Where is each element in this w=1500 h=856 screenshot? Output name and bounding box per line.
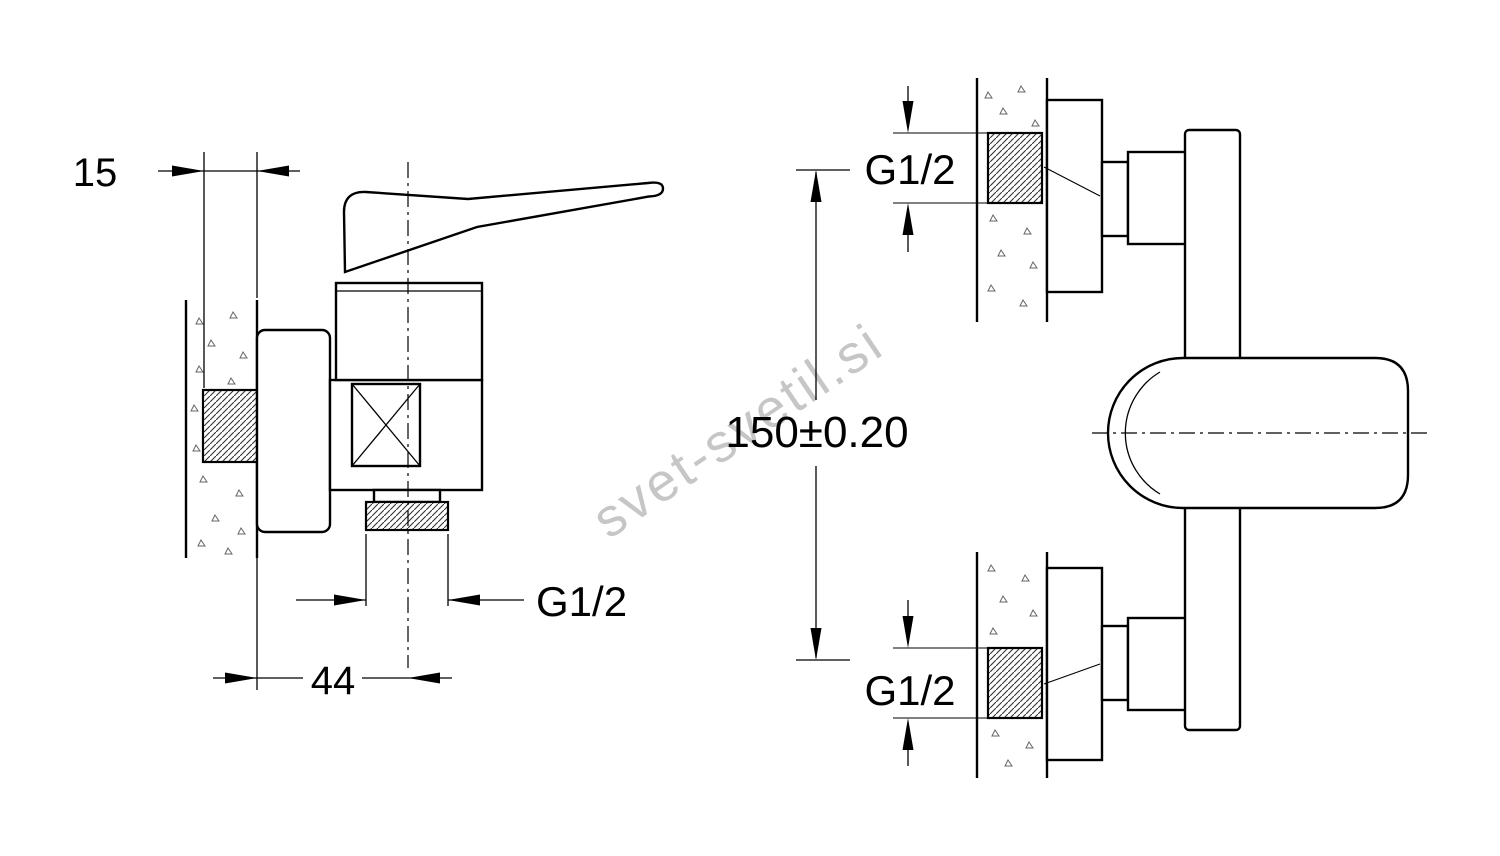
wall-pipe-thread-side bbox=[201, 388, 259, 464]
dimension-bottom-thread: G1/2 bbox=[864, 600, 990, 766]
body-upper-side bbox=[334, 281, 484, 382]
thread-block-bottom bbox=[986, 646, 1044, 720]
dimension-top-thread: G1/2 bbox=[864, 86, 990, 252]
front-view: 150±0.20 G1/2 G1/2 bbox=[725, 78, 1428, 778]
thread-block-top bbox=[986, 131, 1044, 205]
dim-label-g12-top: G1/2 bbox=[864, 146, 955, 193]
dimension-wall-offset: 15 bbox=[73, 151, 300, 388]
flange-side bbox=[255, 328, 332, 534]
dim-label-150: 150±0.20 bbox=[725, 408, 908, 457]
lever-handle-side bbox=[342, 181, 665, 274]
dimension-depth: 44 bbox=[213, 536, 452, 703]
dim-label-g12-side: G1/2 bbox=[536, 578, 627, 625]
side-view: 15 G1/2 44 bbox=[73, 151, 665, 703]
faucet-body-side bbox=[328, 181, 665, 532]
flange-bottom bbox=[1045, 566, 1104, 762]
dim-label-15: 15 bbox=[73, 151, 118, 195]
dim-label-g12-bottom: G1/2 bbox=[864, 667, 955, 714]
dim-label-44: 44 bbox=[311, 659, 356, 703]
valve-cartridge bbox=[350, 382, 422, 468]
connector-bottom bbox=[986, 566, 1188, 762]
nut-top bbox=[1126, 150, 1188, 246]
dimension-outlet-thread: G1/2 bbox=[296, 534, 627, 625]
outlet-stub bbox=[364, 488, 450, 532]
connector-top bbox=[986, 98, 1188, 294]
flange-top bbox=[1045, 98, 1104, 294]
nut-bottom bbox=[1126, 616, 1188, 712]
dimension-center-distance: 150±0.20 bbox=[725, 169, 909, 661]
